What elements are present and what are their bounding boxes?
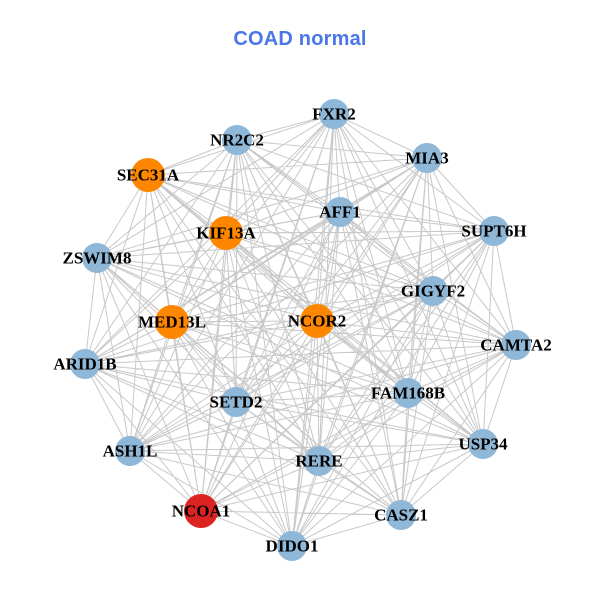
node-label-NCOR2: NCOR2 xyxy=(288,311,347,330)
node-NR2C2 xyxy=(222,125,252,155)
node-label-ASH1L: ASH1L xyxy=(103,441,158,460)
node-ASH1L xyxy=(115,436,145,466)
node-NCOA1 xyxy=(184,494,218,528)
node-label-CASZ1: CASZ1 xyxy=(374,505,428,524)
node-label-NR2C2: NR2C2 xyxy=(210,130,264,149)
node-label-MIA3: MIA3 xyxy=(405,148,448,167)
edges-layer xyxy=(84,113,517,547)
node-KIF13A xyxy=(209,216,243,250)
node-GIGYF2 xyxy=(418,276,448,306)
node-FXR2 xyxy=(319,99,349,129)
nodes-layer xyxy=(70,99,531,561)
node-SEC31A xyxy=(131,158,165,192)
node-label-KIF13A: KIF13A xyxy=(196,223,256,242)
node-AFF1 xyxy=(325,197,355,227)
node-DIDO1 xyxy=(277,531,307,561)
node-label-NCOA1: NCOA1 xyxy=(172,501,231,520)
node-label-FXR2: FXR2 xyxy=(312,104,355,123)
node-label-FAM168B: FAM168B xyxy=(371,383,445,402)
node-RERE xyxy=(304,446,334,476)
node-CAMTA2 xyxy=(501,330,531,360)
plot-title: COAD normal xyxy=(233,28,367,50)
node-label-CAMTA2: CAMTA2 xyxy=(480,335,551,354)
node-MED13L xyxy=(155,305,189,339)
node-label-SUPT6H: SUPT6H xyxy=(461,221,526,240)
node-label-ARID1B: ARID1B xyxy=(53,354,116,373)
node-ARID1B xyxy=(70,349,100,379)
node-FAM168B xyxy=(393,378,423,408)
node-MIA3 xyxy=(412,143,442,173)
node-label-MED13L: MED13L xyxy=(138,312,206,331)
node-label-USP34: USP34 xyxy=(458,434,508,453)
node-label-GIGYF2: GIGYF2 xyxy=(401,281,465,300)
node-SUPT6H xyxy=(479,216,509,246)
node-label-SETD2: SETD2 xyxy=(210,392,263,411)
node-ZSWIM8 xyxy=(82,243,112,273)
node-label-AFF1: AFF1 xyxy=(319,202,361,221)
node-SETD2 xyxy=(221,387,251,417)
node-label-ZSWIM8: ZSWIM8 xyxy=(63,248,132,267)
node-label-RERE: RERE xyxy=(295,451,342,470)
node-USP34 xyxy=(468,429,498,459)
network-edges xyxy=(84,113,517,547)
node-label-SEC31A: SEC31A xyxy=(117,165,180,184)
node-NCOR2 xyxy=(300,304,334,338)
node-label-DIDO1: DIDO1 xyxy=(266,536,319,555)
node-CASZ1 xyxy=(386,500,416,530)
